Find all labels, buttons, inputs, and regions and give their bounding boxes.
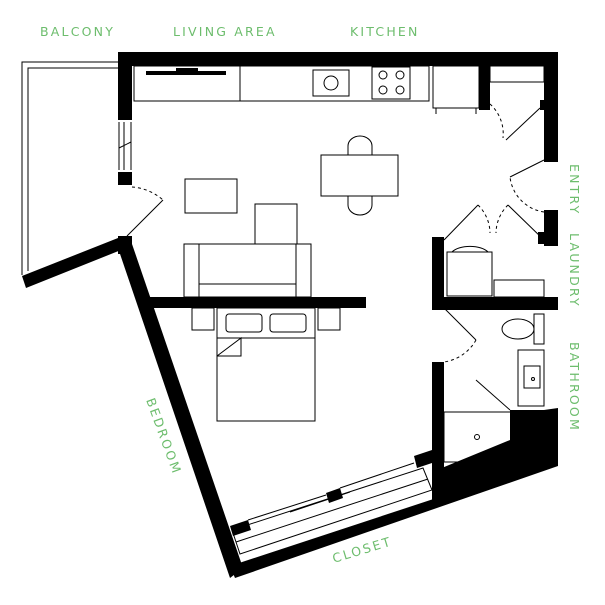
label-bathroom: BATHROOM xyxy=(567,342,582,432)
bed xyxy=(191,307,341,422)
balcony-door xyxy=(126,186,164,237)
label-entry: ENTRY xyxy=(567,164,582,215)
pantry xyxy=(479,65,545,141)
exterior-walls xyxy=(118,52,558,578)
closet xyxy=(230,450,435,555)
label-balcony: BALCONY xyxy=(40,24,115,39)
label-kitchen: KITCHEN xyxy=(350,24,420,39)
laundry xyxy=(432,204,558,310)
entry-door xyxy=(509,159,545,213)
bedroom-partition xyxy=(148,297,366,308)
label-laundry: LAUNDRY xyxy=(567,233,582,308)
living-window xyxy=(118,122,132,170)
kitchen-counter xyxy=(133,65,480,114)
armchair xyxy=(254,203,298,245)
dining-table xyxy=(320,135,399,216)
label-living-area: LIVING AREA xyxy=(173,24,277,39)
balcony xyxy=(21,61,121,288)
sofa xyxy=(183,243,312,298)
coffee-table xyxy=(184,178,238,214)
bathroom xyxy=(432,307,545,474)
